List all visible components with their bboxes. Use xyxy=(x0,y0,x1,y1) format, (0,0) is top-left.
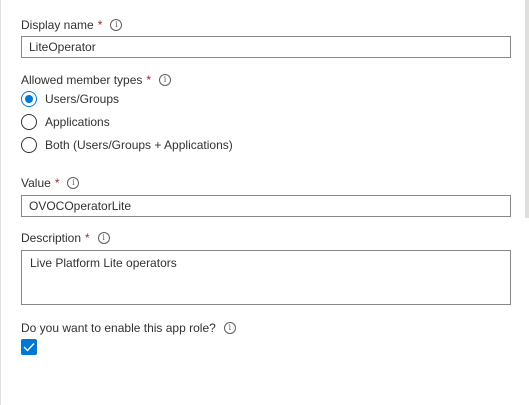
scrollbar-edge[interactable] xyxy=(525,0,529,218)
description-label: Description xyxy=(21,231,82,245)
info-icon[interactable]: i xyxy=(67,177,80,189)
radio-label: Applications xyxy=(45,115,110,129)
required-mark: * xyxy=(146,73,152,87)
enable-role-checkbox[interactable] xyxy=(21,339,37,355)
radio-button-icon[interactable] xyxy=(21,137,37,153)
radio-label: Both (Users/Groups + Applications) xyxy=(45,138,233,152)
description-label-row: Description * i xyxy=(21,230,110,246)
member-types-label-row: Allowed member types * i xyxy=(21,72,172,88)
info-icon[interactable]: i xyxy=(223,322,236,334)
required-mark: * xyxy=(85,231,90,245)
required-mark: * xyxy=(97,18,103,32)
enable-role-label-row: Do you want to enable this app role? i xyxy=(21,320,236,336)
member-types-label: Allowed member types xyxy=(21,73,143,87)
value-input[interactable]: OVOCOperatorLite xyxy=(21,195,511,217)
radio-button-checked-icon[interactable] xyxy=(21,91,37,107)
radio-both[interactable]: Both (Users/Groups + Applications) xyxy=(21,137,233,153)
checkmark-icon xyxy=(23,343,35,352)
display-name-input[interactable]: LiteOperator xyxy=(21,36,511,58)
radio-applications[interactable]: Applications xyxy=(21,114,110,130)
required-mark: * xyxy=(54,176,60,190)
value-label: Value xyxy=(21,176,51,190)
value-label-row: Value * i xyxy=(21,175,80,191)
display-name-label: Display name xyxy=(21,18,94,32)
radio-button-icon[interactable] xyxy=(21,114,37,130)
display-name-label-row: Display name * i xyxy=(21,17,123,33)
info-icon[interactable]: i xyxy=(110,19,123,31)
info-icon[interactable]: i xyxy=(159,74,172,86)
description-textarea[interactable]: Live Platform Lite operators xyxy=(21,250,511,305)
enable-role-label: Do you want to enable this app role? xyxy=(21,321,216,335)
radio-users-groups[interactable]: Users/Groups xyxy=(21,91,119,107)
radio-label: Users/Groups xyxy=(45,92,120,106)
info-icon[interactable]: i xyxy=(97,232,110,244)
panel-left-border xyxy=(0,0,1,405)
